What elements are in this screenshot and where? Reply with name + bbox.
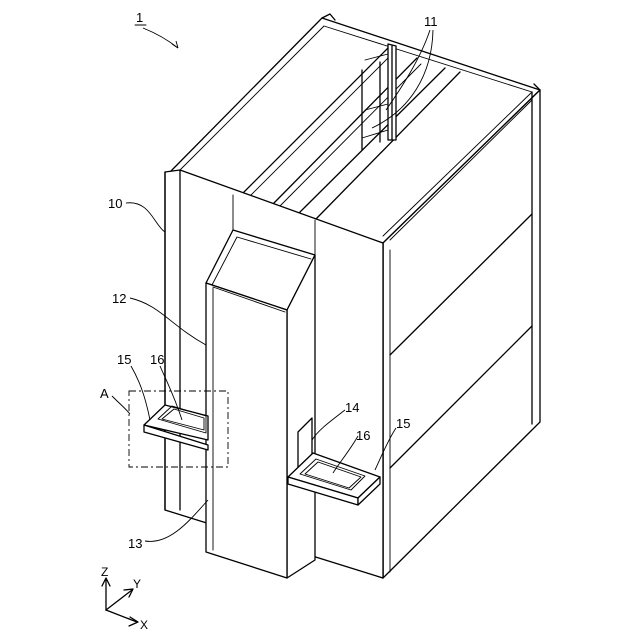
label-recess-16-right: 16 <box>356 428 370 443</box>
label-window-14: 14 <box>345 400 359 415</box>
axis-x-label: X <box>140 618 148 632</box>
label-device-1: 1 <box>136 10 143 25</box>
label-housing-10: 10 <box>108 196 122 211</box>
duct-column <box>206 230 315 578</box>
label-shelf-15-right: 15 <box>396 416 410 431</box>
axis-z-label: Z <box>101 565 108 579</box>
label-partition-11: 11 <box>424 14 438 29</box>
label-shelf-15-left: 15 <box>117 352 131 367</box>
label-duct-13: 13 <box>128 536 142 551</box>
label-recess-16-left: 16 <box>150 352 164 367</box>
label-detail-a: A <box>100 386 109 401</box>
axis-y-label: Y <box>133 577 141 591</box>
label-duct-12: 12 <box>112 291 126 306</box>
